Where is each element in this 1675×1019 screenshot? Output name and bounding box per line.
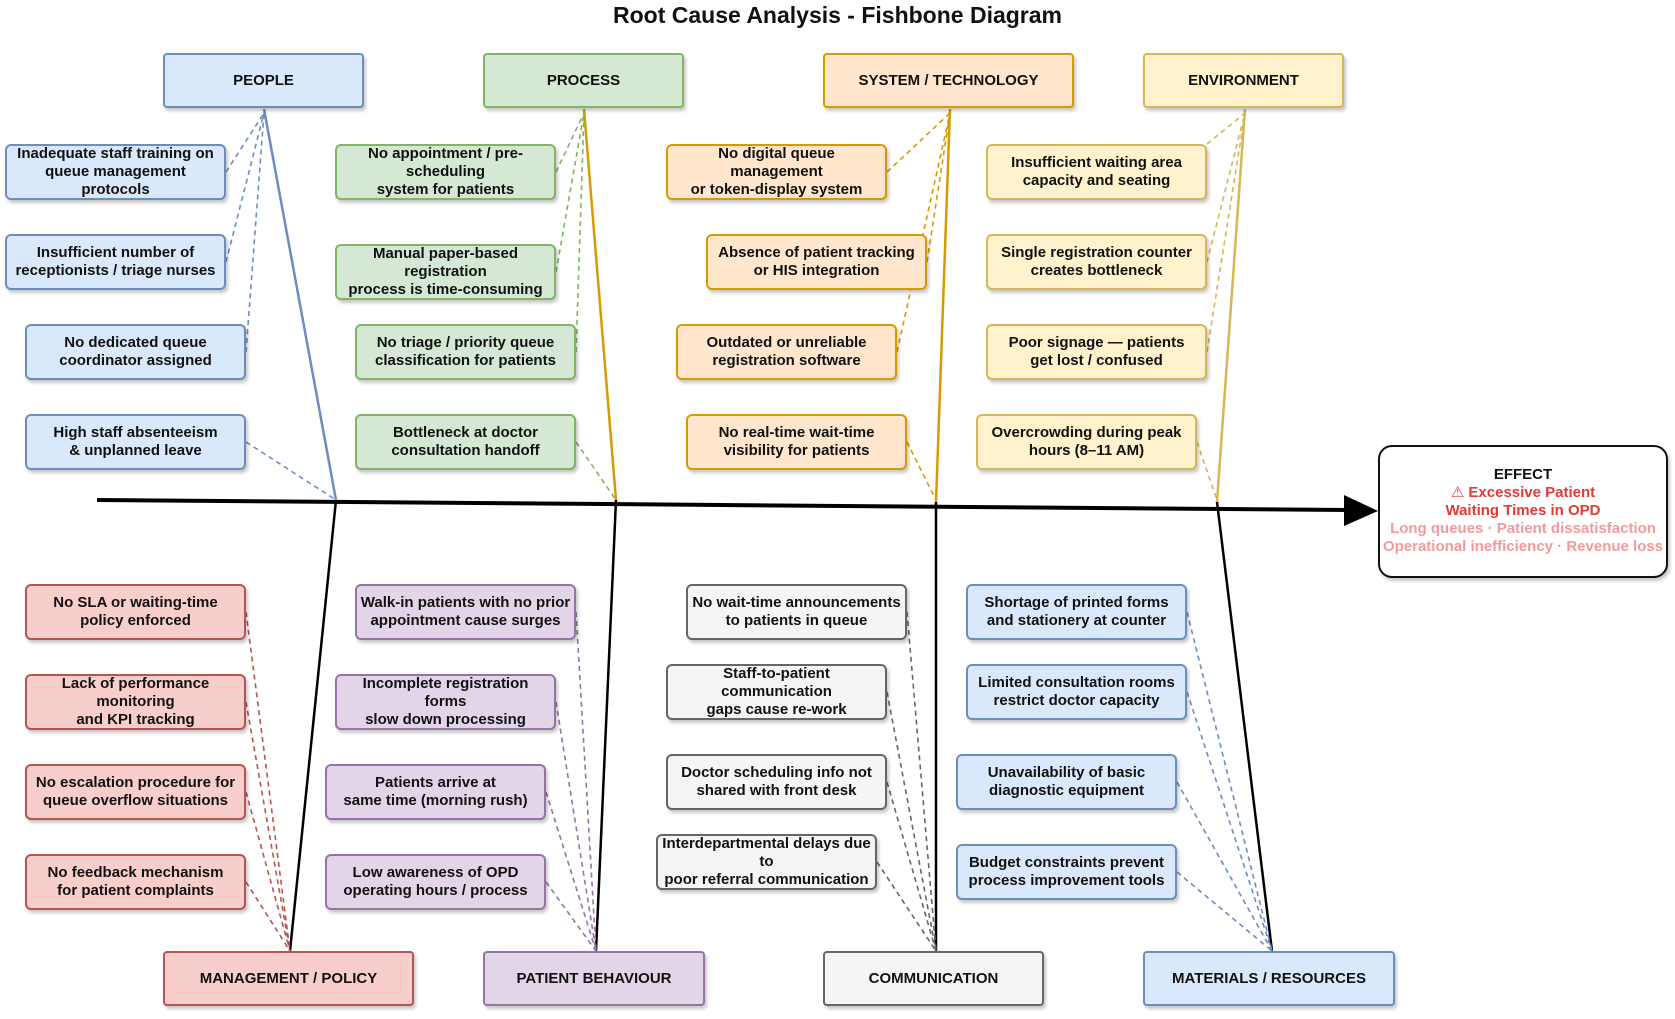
cause-process-2[interactable]: Manual paper-based registration process … <box>335 244 556 300</box>
rib-system <box>934 108 952 503</box>
category-communication[interactable]: COMMUNICATION <box>823 951 1044 1006</box>
cause-communication-1[interactable]: No wait-time announcements to patients i… <box>686 584 907 640</box>
effect-heading: EFFECT <box>1493 466 1553 483</box>
connector-management-3 <box>245 791 291 952</box>
connector-communication-3 <box>886 781 937 952</box>
cause-system-3[interactable]: Outdated or unreliable registration soft… <box>676 324 897 380</box>
cause-process-1[interactable]: No appointment / pre- scheduling system … <box>335 144 556 200</box>
cause-people-4[interactable]: High staff absenteeism & unplanned leave <box>25 414 246 470</box>
cause-communication-3[interactable]: Doctor scheduling info not shared with f… <box>666 754 887 810</box>
connector-patient-2 <box>555 701 597 952</box>
cause-communication-2[interactable]: Staff-to-patient communication gaps caus… <box>666 664 887 720</box>
cause-management-2[interactable]: Lack of performance monitoring and KPI t… <box>25 674 246 730</box>
rib-management <box>288 499 338 952</box>
cause-environment-1[interactable]: Insufficient waiting area capacity and s… <box>986 144 1207 200</box>
connector-materials-2 <box>1186 691 1273 952</box>
connector-people-3 <box>245 112 265 353</box>
cause-people-2[interactable]: Insufficient number of receptionists / t… <box>5 234 226 290</box>
connector-patient-3 <box>545 791 597 952</box>
category-system-technology[interactable]: SYSTEM / TECHNOLOGY <box>823 53 1074 108</box>
rib-patient <box>594 499 618 952</box>
category-management-policy[interactable]: MANAGEMENT / POLICY <box>163 951 414 1006</box>
cause-patient-3[interactable]: Patients arrive at same time (morning ru… <box>325 764 546 820</box>
connector-management-1 <box>245 611 291 952</box>
cause-process-3[interactable]: No triage / priority queue classificatio… <box>355 324 576 380</box>
connector-management-2 <box>245 701 291 952</box>
connector-management-4 <box>245 881 291 952</box>
cause-materials-4[interactable]: Budget constraints prevent process impro… <box>956 844 1177 900</box>
connector-patient-1 <box>575 611 597 952</box>
connector-people-1 <box>225 112 265 173</box>
cause-system-1[interactable]: No digital queue management or token-dis… <box>666 144 887 200</box>
connector-process-3 <box>575 112 585 353</box>
cause-patient-4[interactable]: Low awareness of OPD operating hours / p… <box>325 854 546 910</box>
cause-system-4[interactable]: No real-time wait-time visibility for pa… <box>686 414 907 470</box>
effect-impact-line-1: Long queues · Patient dissatisfaction <box>1390 520 1656 537</box>
cause-communication-4[interactable]: Interdepartmental delays due to poor ref… <box>656 834 877 890</box>
main-spine <box>96 498 1349 512</box>
cause-management-1[interactable]: No SLA or waiting-time policy enforced <box>25 584 246 640</box>
cause-environment-2[interactable]: Single registration counter creates bott… <box>986 234 1207 290</box>
cause-materials-3[interactable]: Unavailability of basic diagnostic equip… <box>956 754 1177 810</box>
category-people[interactable]: PEOPLE <box>163 53 364 108</box>
cause-materials-1[interactable]: Shortage of printed forms and stationery… <box>966 584 1187 640</box>
cause-people-3[interactable]: No dedicated queue coordinator assigned <box>25 324 246 380</box>
connector-system-1 <box>886 112 951 173</box>
connector-environment-4 <box>1196 441 1218 501</box>
cause-system-2[interactable]: Absence of patient tracking or HIS integ… <box>706 234 927 290</box>
cause-environment-4[interactable]: Overcrowding during peak hours (8–11 AM) <box>976 414 1197 470</box>
spine-arrowhead <box>1344 495 1378 526</box>
connector-system-4 <box>906 441 937 501</box>
connector-people-2 <box>225 112 265 263</box>
effect-impact-line-2: Operational inefficiency · Revenue loss <box>1382 538 1664 555</box>
connector-system-3 <box>896 112 951 353</box>
connector-patient-4 <box>545 881 597 952</box>
connector-environment-3 <box>1206 112 1246 353</box>
rib-process <box>582 108 618 501</box>
cause-patient-1[interactable]: Walk-in patients with no prior appointme… <box>355 584 576 640</box>
connector-people-4 <box>245 441 337 501</box>
connector-materials-1 <box>1186 611 1273 952</box>
rib-people <box>262 108 338 501</box>
rib-materials <box>1215 501 1274 952</box>
category-patient-behaviour[interactable]: PATIENT BEHAVIOUR <box>483 951 705 1006</box>
cause-management-3[interactable]: No escalation procedure for queue overfl… <box>25 764 246 820</box>
cause-environment-3[interactable]: Poor signage — patients get lost / confu… <box>986 324 1207 380</box>
cause-process-4[interactable]: Bottleneck at doctor consultation handof… <box>355 414 576 470</box>
effect-box[interactable]: EFFECT ⚠ Excessive Patient Waiting Times… <box>1378 445 1668 578</box>
effect-problem-line-2: Waiting Times in OPD <box>1445 502 1601 519</box>
category-process[interactable]: PROCESS <box>483 53 684 108</box>
cause-people-1[interactable]: Inadequate staff training on queue manag… <box>5 144 226 200</box>
connector-materials-4 <box>1176 871 1273 952</box>
connector-communication-2 <box>886 691 937 952</box>
category-materials-resources[interactable]: MATERIALS / RESOURCES <box>1143 951 1395 1006</box>
cause-materials-2[interactable]: Limited consultation rooms restrict doct… <box>966 664 1187 720</box>
connector-process-1 <box>555 112 585 173</box>
rib-environment <box>1215 108 1247 503</box>
effect-problem-line-1: ⚠ Excessive Patient <box>1450 484 1596 501</box>
category-environment[interactable]: ENVIRONMENT <box>1143 53 1344 108</box>
connector-system-2 <box>926 112 951 263</box>
diagram-title: Root Cause Analysis - Fishbone Diagram <box>612 2 1063 28</box>
cause-patient-2[interactable]: Incomplete registration forms slow down … <box>335 674 556 730</box>
connector-process-4 <box>575 441 617 501</box>
connector-environment-2 <box>1206 112 1246 263</box>
connector-environment-1 <box>1206 112 1246 145</box>
connector-communication-1 <box>906 611 937 952</box>
cause-management-4[interactable]: No feedback mechanism for patient compla… <box>25 854 246 910</box>
